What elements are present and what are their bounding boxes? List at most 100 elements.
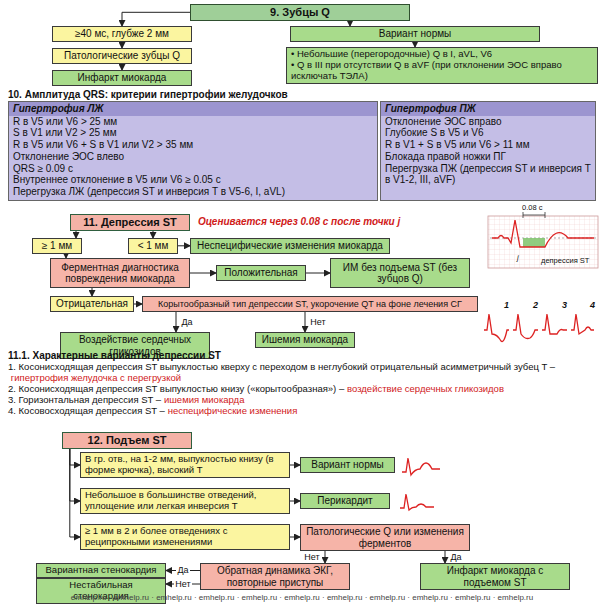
criterion-text: Перегрузка ЛЖ (депрессия ST и инверсия T…: [9, 186, 377, 198]
ecg-curve: [400, 494, 434, 510]
criterion-box: ≥ 1 мм: [32, 238, 82, 254]
criterion-text: Отклонение ЭОС влево: [9, 151, 377, 163]
criterion-text: QRS ≥ 0.09 с: [9, 163, 377, 175]
question-box: Корытообразный тип депрессии ST, укороче…: [142, 296, 478, 312]
node-text: Обратная динамика ЭКГ, повторные приступ…: [205, 565, 345, 588]
callout-number: 3: [562, 300, 567, 310]
callout-number: 1: [504, 300, 509, 310]
section-heading: 10. Амплитуда QRS: критерии гипертрофии …: [8, 89, 288, 100]
column-heading: Гипертрофия ЛЖ: [9, 102, 377, 116]
connector: [153, 231, 154, 238]
node-text: • Небольшие (перегородочные) Q в I, aVL,…: [291, 49, 492, 60]
criterion-text: R в V1 + S в V5 или V6 > 11 мм: [381, 139, 595, 151]
node-text: 11. Депрессия ST: [83, 216, 177, 229]
criterion-box: Небольшое в большинстве отведений, уплощ…: [80, 488, 290, 514]
variant-list: 1. Косонисходящая депрессия ST выпуклост…: [8, 361, 598, 416]
connector: [305, 312, 306, 332]
criterion-text: Глубокие S в V5 и V6: [381, 127, 595, 139]
connector: [306, 273, 330, 274]
test-box: Ферментная диагностика повреждения миока…: [50, 258, 190, 288]
node-text: ≥ 1 мм: [42, 240, 72, 252]
node-text: ≥ 1 мм в 2 и более отведениях с реципрок…: [85, 526, 285, 548]
ecg-curve: [492, 220, 594, 247]
node-text: 9. Зубцы Q: [270, 6, 330, 19]
edge-label: Нет: [303, 552, 320, 562]
edge-label: Да: [176, 565, 189, 575]
connector: [70, 449, 80, 537]
edge-label: Да: [449, 552, 462, 562]
list-item-conclusion: воздействие сердечных гликозидов: [347, 383, 504, 394]
list-item-text: 2. Косонисходящая депрессия ST выпуклост…: [8, 383, 344, 394]
node-text: Отрицательная: [56, 298, 128, 310]
connector: [76, 231, 77, 238]
connector: [176, 312, 177, 332]
node-text: Вариант нормы: [311, 459, 384, 471]
result-box: ИМ без подъема ST (без зубцов Q): [330, 258, 470, 288]
criterion-text: S в V1 или V2 > 25 мм: [9, 127, 377, 139]
connector: [70, 449, 80, 465]
criterion-text: R в V5 или V6 + S в V1 или V2 > 35 мм: [9, 139, 377, 151]
node-text: Инфаркт миокарда с подъемом ST: [425, 565, 565, 588]
question-box: Обратная динамика ЭКГ, повторные приступ…: [200, 563, 350, 590]
node-text: Небольшое в большинстве отведений, уплощ…: [85, 490, 285, 512]
edge-label: Да: [180, 317, 193, 327]
column-heading: Гипертрофия ПЖ: [381, 102, 595, 116]
criteria-column: Гипертрофия ЛЖR в V5 или V6 > 25 ммS в V…: [8, 101, 378, 201]
annotation-label: депрессия ST: [541, 256, 589, 265]
callout-number: 4: [590, 300, 595, 310]
node-text: ≥40 мс, глубже 2 мм: [75, 28, 169, 40]
point-label: j: [517, 253, 519, 262]
list-item: 3. Горизонтальная депрессия ST –ишемия м…: [8, 394, 598, 405]
criterion-box: ≥ 1 мм в 2 и более отведениях с реципрок…: [80, 524, 290, 550]
criterion-text: Перегрузка ПЖ (депрессия ST и инверсия T…: [381, 163, 595, 187]
node-text: ИМ без подъема ST (без зубцов Q): [335, 262, 465, 285]
list-item-text: 3. Горизонтальная депрессия ST –: [8, 394, 161, 405]
list-item-conclusion: неспецифические изменения: [168, 405, 298, 416]
connector: [134, 304, 142, 305]
node-text: Ишемия миокарда: [262, 334, 348, 346]
list-item-text: 4. Косовосходящая депрессия ST –: [8, 405, 165, 416]
node-text: В гр. отв., на 1-2 мм, выпуклостью книзу…: [85, 454, 285, 476]
connector: [122, 12, 190, 26]
question-box: Патологические Q или изменения ферментов: [300, 524, 470, 551]
node-text: < 1 мм: [138, 240, 169, 252]
node-text: Положительная: [224, 267, 297, 279]
result-box: Вариантная стенокардия: [36, 563, 166, 578]
connector: [290, 501, 300, 502]
ecg-curve: [513, 314, 538, 339]
list-item: 1. Косонисходящая депрессия ST выпуклост…: [8, 361, 598, 383]
node-text: • Q в III при отсутствии Q в aVF (при от…: [291, 60, 593, 82]
result-box: Перикардит: [300, 493, 390, 509]
node-text: Патологические Q или изменения ферментов: [305, 526, 465, 549]
edge-label: Нет: [309, 317, 326, 327]
criterion-box: < 1 мм: [128, 238, 178, 254]
connector: [70, 449, 80, 501]
criteria-column: Гипертрофия ПЖОтклонение ЭОС вправоГлубо…: [380, 101, 596, 201]
dimension-label: 0.08 с: [522, 203, 542, 212]
list-item-text: 1. Косонисходящая депрессия ST выпуклост…: [8, 361, 555, 372]
result-box: Ишемия миокарда: [255, 332, 355, 348]
node-text: Неспецифические изменения миокарда: [197, 240, 383, 252]
section-header: 11. Депрессия ST: [70, 214, 190, 231]
section-heading: 11.1. Характерные варианты депрессии ST: [8, 350, 221, 361]
connector: [325, 551, 326, 563]
note: Оценивается через 0.08 с после точки j: [198, 216, 400, 227]
list-item-conclusion: ишемия миокарда: [164, 394, 245, 405]
section-header: 12. Подъем ST: [62, 432, 192, 449]
node-text: Ферментная диагностика повреждения миока…: [55, 262, 185, 285]
ecg-curve: [542, 314, 567, 334]
ecg-curve: [484, 314, 509, 342]
criterion-text: Отклонение ЭОС вправо: [381, 116, 595, 128]
node-text: Вариант нормы: [379, 28, 452, 40]
connector: [290, 465, 300, 466]
edge-label: Нет: [174, 579, 191, 589]
watermark: emhelp.ru · emhelp.ru · emhelp.ru · emhe…: [0, 593, 604, 602]
node-text: 12. Подъем ST: [88, 434, 167, 447]
ecg-curve: [402, 458, 440, 475]
ecg-inset: [488, 216, 598, 268]
node-text: Инфаркт миокарда: [78, 72, 167, 84]
node-text: Вариантная стенокардия: [46, 565, 157, 576]
list-item-conclusion: гипертрофия желудочка с перегрузкой: [11, 372, 181, 383]
section-header: 9. Зубцы Q: [190, 4, 410, 21]
